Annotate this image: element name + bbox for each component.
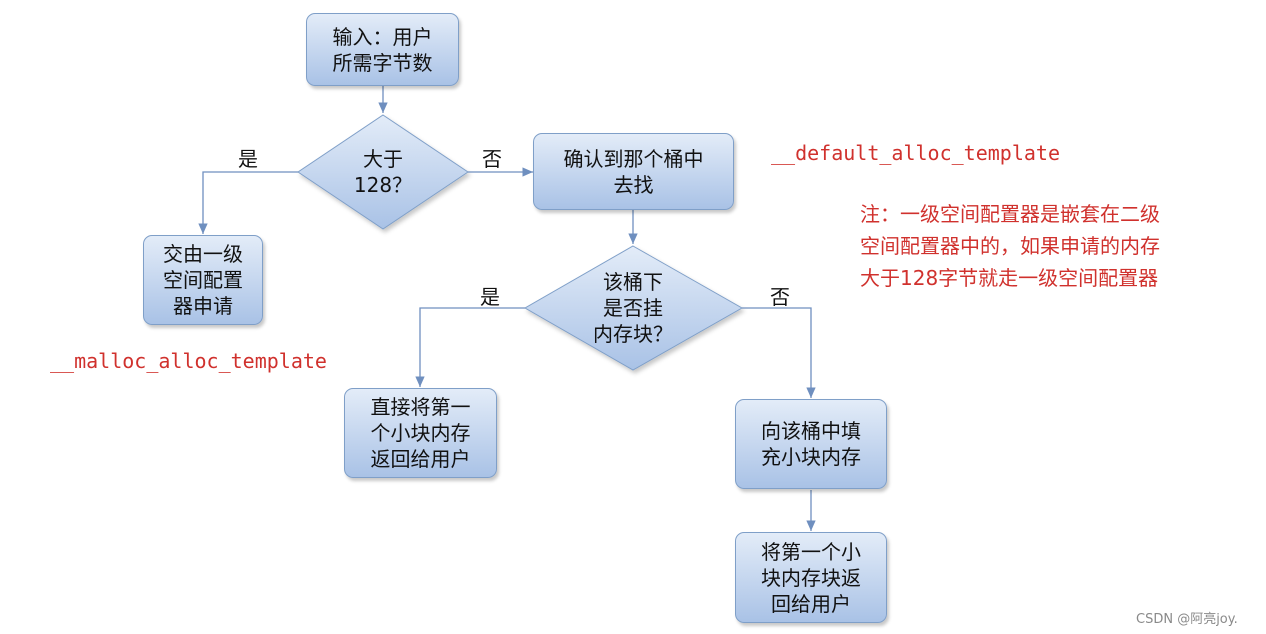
malloc-alloc-template-label: __malloc_alloc_template [50, 349, 327, 373]
edge-size-yes [198, 171, 298, 234]
edge-label-size-yes: 是 [238, 147, 258, 171]
find-bucket-node: 确认到那个桶中 去找 [533, 133, 734, 210]
csdn-watermark: CSDN @阿亮joy. [1136, 612, 1238, 627]
edge-bucket-yes [415, 307, 525, 387]
return-first-block-node: 直接将第一 个小块内存 返回给用户 [344, 388, 497, 478]
edge-label-bucket-no: 否 [770, 285, 790, 309]
edge-label-bucket-yes: 是 [480, 285, 500, 309]
fill-bucket-node: 向该桶中填 充小块内存 [735, 399, 887, 489]
allocator-note: 注：一级空间配置器是嵌套在二级 空间配置器中的，如果申请的内存 大于128字节就… [860, 202, 1160, 290]
decision-diamond-size [297, 114, 469, 230]
decision-label-size: 大于 128？ [353, 147, 413, 197]
edge-bucket-no [742, 307, 816, 398]
edge-label-size-no: 否 [482, 147, 502, 171]
decision-diamond-bucket [523, 245, 744, 371]
start-node-input-bytes: 输入：用户 所需字节数 [306, 13, 459, 86]
return-after-fill-node: 将第一个小 块内存块返 回给用户 [735, 532, 887, 623]
default-alloc-template-label: __default_alloc_template [771, 141, 1060, 165]
decision-label-bucket: 该桶下 是否挂 内存块？ [593, 270, 673, 346]
first-level-allocator-node: 交由一级 空间配置 器申请 [143, 235, 263, 325]
